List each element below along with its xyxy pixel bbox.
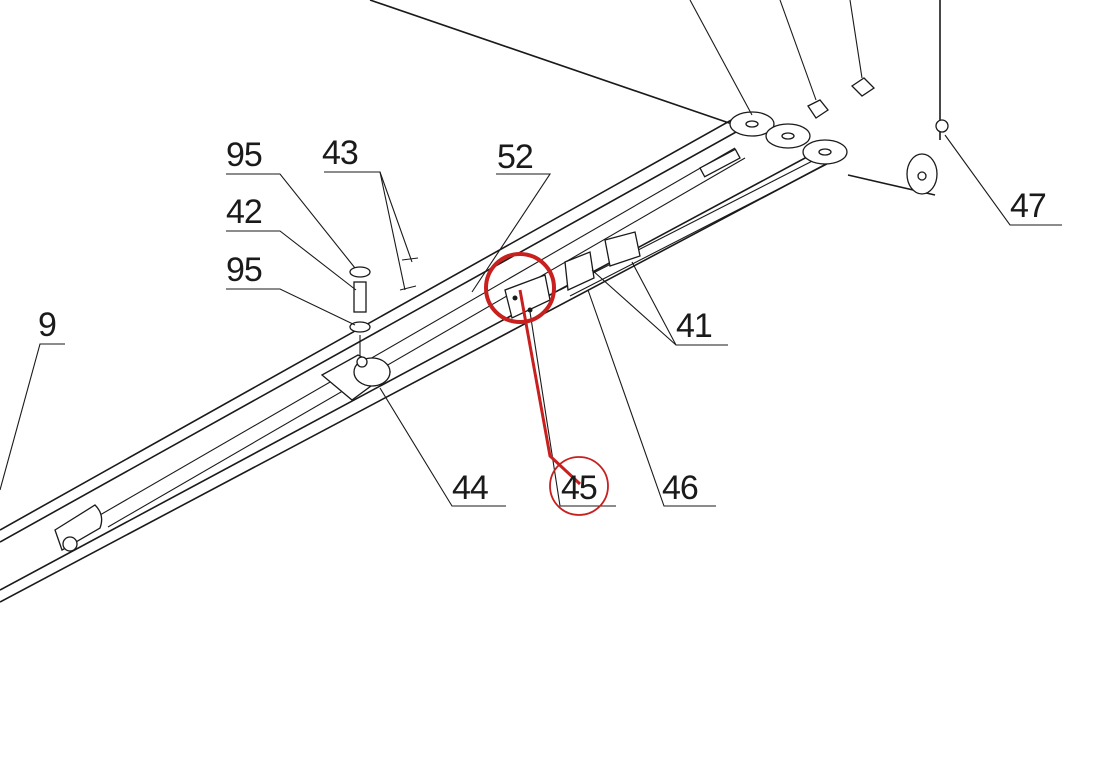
pulley-group xyxy=(689,0,949,195)
nut-2 xyxy=(850,77,876,97)
callout-41: 41 xyxy=(676,307,712,345)
callout-46: 46 xyxy=(662,469,698,507)
callout-45: 45 xyxy=(561,469,597,507)
boom-assembly xyxy=(0,0,941,603)
highlight-circle-bracket xyxy=(484,252,556,324)
pin-42 xyxy=(353,281,367,313)
washer-top xyxy=(349,266,371,278)
callout-43: 43 xyxy=(322,134,358,172)
callout-47: 47 xyxy=(1010,187,1046,225)
bolt-head xyxy=(62,536,78,552)
leader-lines xyxy=(0,134,1062,507)
highlight-circle-label xyxy=(549,456,609,516)
callout-labels: 95 43 52 42 95 9 47 41 44 45 46 xyxy=(38,134,1047,507)
cylinder-end xyxy=(54,504,103,551)
pin-stack xyxy=(349,257,419,360)
callout-42: 42 xyxy=(226,193,262,231)
highlight-arrow xyxy=(518,289,582,486)
callout-9: 9 xyxy=(38,306,56,344)
bracket-44 xyxy=(320,354,392,401)
clips-41 xyxy=(564,231,641,291)
nut-1 xyxy=(807,99,829,119)
highlight-annotation xyxy=(484,252,609,516)
pivot-pin xyxy=(935,119,949,133)
callout-95-top: 95 xyxy=(226,136,262,174)
callout-95-bottom: 95 xyxy=(226,251,262,289)
connector-rod xyxy=(699,148,741,178)
callout-44: 44 xyxy=(452,469,488,507)
callout-52: 52 xyxy=(497,138,533,176)
